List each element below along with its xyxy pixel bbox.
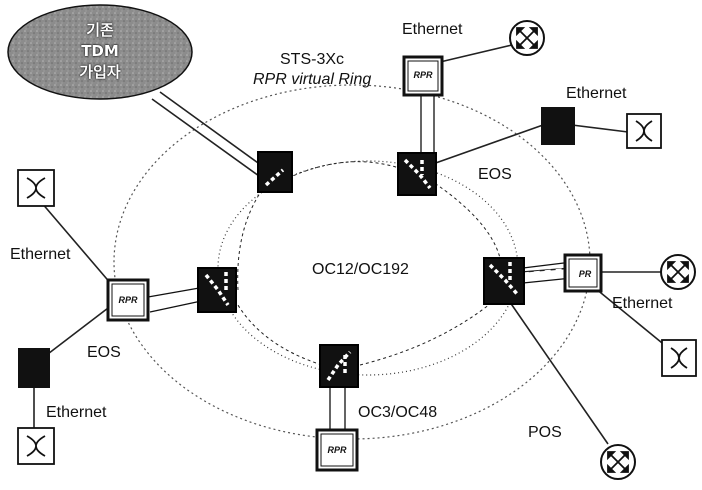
router-pos[interactable]: [600, 444, 636, 480]
router-right[interactable]: [660, 254, 696, 290]
legacy-tdm-cloud: [7, 4, 193, 100]
connection-lines: [33, 44, 668, 445]
router-cross-icon: [667, 261, 689, 283]
rpr-label-top: RPR: [413, 70, 433, 80]
rpr-label-left: RPR: [118, 295, 138, 305]
switch-black-bottom-left[interactable]: [18, 348, 50, 388]
adm-node-icon: [397, 152, 437, 196]
eos-label-left: EOS: [87, 344, 121, 361]
adm-node-top[interactable]: [397, 152, 437, 196]
adm-node-icon: [483, 257, 525, 305]
adm-node-icon: [197, 267, 237, 313]
switch-x-icon: [26, 435, 46, 457]
hatched-link-dashes: [149, 95, 573, 432]
router-cross-icon: [607, 451, 629, 473]
ring-white-dashes: [234, 161, 501, 366]
tributary-label: OC3/OC48: [358, 404, 438, 421]
cloud-line-1: 기존: [86, 21, 114, 39]
adm-node-icon: [319, 344, 359, 388]
switch-x-top-right[interactable]: [626, 113, 662, 149]
switch-x-icon: [670, 347, 688, 369]
cloud-line-2: TDM: [81, 42, 119, 60]
adm-node-top-left[interactable]: [257, 151, 293, 193]
switch-x-top-left[interactable]: [17, 169, 55, 207]
ethernet-label-top: Ethernet: [402, 21, 463, 38]
cloud-line-3: 가입자: [79, 63, 121, 81]
switch-x-icon: [26, 177, 46, 199]
eos-label-right: EOS: [478, 166, 512, 183]
adm-node-bottom[interactable]: [319, 344, 359, 388]
switch-black-top-right[interactable]: [541, 107, 575, 145]
rpr-node-bottom[interactable]: RPR: [315, 428, 359, 472]
pos-label: POS: [528, 424, 562, 441]
adm-node-left[interactable]: [197, 267, 237, 313]
rpr-node-top[interactable]: RPR: [402, 55, 444, 97]
ethernet-label-right: Ethernet: [612, 295, 673, 312]
ethernet-label-left: Ethernet: [10, 246, 71, 263]
virtual-ring-label-line1: STS-3Xc: [280, 51, 345, 68]
rpr-node-right[interactable]: PR: [563, 253, 603, 293]
rpr-label-bottom: RPR: [327, 445, 347, 455]
switch-x-right[interactable]: [661, 339, 697, 377]
ethernet-label-bottom-left: Ethernet: [46, 404, 107, 421]
rpr-label-right: PR: [579, 269, 592, 279]
rpr-node-left[interactable]: RPR: [106, 278, 150, 322]
switch-x-icon: [635, 120, 653, 142]
legacy-tdm-label: 기존 TDM 가입자: [25, 20, 175, 83]
inner-ring-label: OC12/OC192: [312, 261, 409, 278]
router-cross-icon: [516, 27, 538, 49]
router-top[interactable]: [509, 20, 545, 56]
ethernet-label-top-right: Ethernet: [566, 85, 627, 102]
virtual-ring-label-line2: RPR virtual Ring: [253, 71, 372, 88]
adm-node-right[interactable]: [483, 257, 525, 305]
adm-node-icon: [257, 151, 293, 193]
switch-x-bottom-left[interactable]: [17, 427, 55, 465]
